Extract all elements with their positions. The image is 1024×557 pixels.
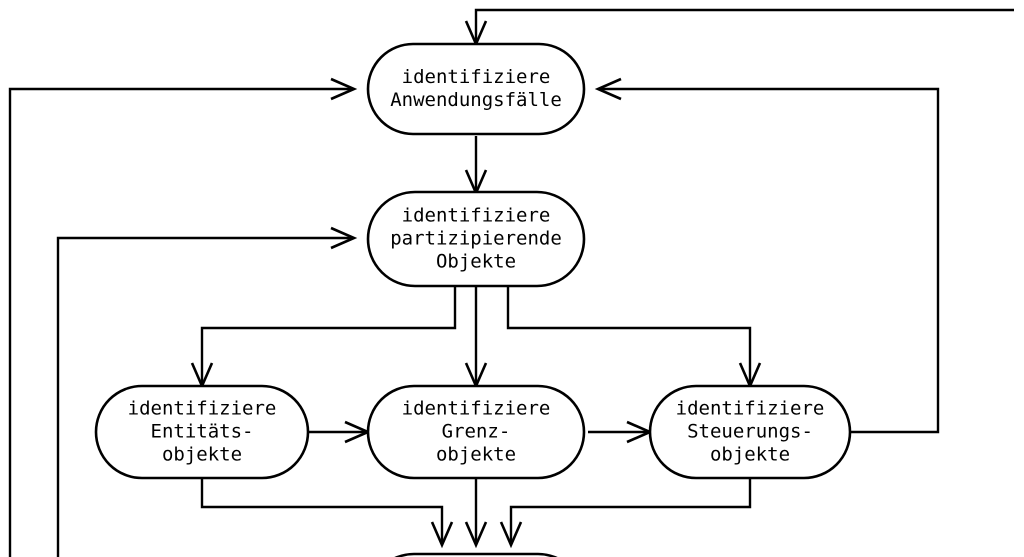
identifiziere-anwendungsfaelle-shape: [366, 42, 586, 136]
edge-entitaets-to-bottom-arrowhead: [430, 521, 454, 549]
identifiziere-grenzobjekte-shape: [366, 384, 586, 480]
edge-entitaets-to-bottom: [200, 478, 444, 543]
edge-far-right-feedback-to-anwendungsfaelle-top: [474, 8, 1014, 42]
edge-left-feedback-outer-to-anwendungsfaelle: [8, 87, 352, 557]
bottom-node-clipped-shape: [394, 552, 558, 557]
identifiziere-steuerungsobjekte-shape: [648, 384, 852, 480]
identifiziere-partizipierende-objekte-shape: [366, 190, 586, 288]
identifiziere-steuerungsobjekte-label-line-0: identifiziere: [676, 398, 825, 420]
identifiziere-grenzobjekte-label-line-0: identifiziere: [402, 398, 551, 420]
identifiziere-steuerungsobjekte-label-line-1: Steuerungs-: [687, 421, 813, 443]
identifiziere-anwendungsfaelle-label-line-0: identifiziere: [402, 66, 551, 88]
edge-partizipierende-branch-right: [506, 287, 752, 384]
identifiziere-grenzobjekte-label-line-1: Grenz-: [442, 421, 511, 443]
identifiziere-entitaetsobjekte-label-line-1: Entitäts-: [151, 421, 254, 443]
edge-left-feedback-inner-to-partizipierende: [56, 236, 352, 557]
identifiziere-entitaetsobjekte-shape: [94, 384, 310, 480]
identifiziere-anwendungsfaelle-label-line-1: Anwendungsfälle: [390, 89, 562, 111]
identifiziere-grenzobjekte-label-line-2: objekte: [436, 444, 516, 466]
identifiziere-entitaetsobjekte-label-line-2: objekte: [162, 444, 242, 466]
edge-partizipierende-branch-left: [200, 287, 457, 384]
edge-steuerungs-to-bottom-arrowhead: [499, 521, 523, 549]
edge-steuerungs-feedback-to-anwendungsfaelle-arrowhead: [594, 77, 622, 101]
edge-grenz-to-bottom-arrowhead: [464, 521, 488, 549]
identifiziere-partizipierende-objekte-label-line-0: identifiziere: [402, 205, 551, 227]
node-bottom-node-clipped[interactable]: [368, 552, 584, 557]
edge-left-feedback-inner-to-partizipierende-arrowhead: [330, 226, 358, 250]
identifiziere-steuerungsobjekte-label-line-2: objekte: [710, 444, 790, 466]
edge-steuerungs-feedback-to-anwendungsfaelle: [600, 87, 940, 434]
edge-left-feedback-outer-to-anwendungsfaelle-arrowhead: [330, 77, 358, 101]
edge-steuerungs-to-bottom: [509, 478, 752, 543]
identifiziere-partizipierende-objekte-label-line-2: Objekte: [436, 251, 516, 273]
identifiziere-entitaetsobjekte-label-line-0: identifiziere: [128, 398, 277, 420]
identifiziere-partizipierende-objekte-label-line-1: partizipierende: [390, 228, 562, 250]
nodes-layer: identifiziereAnwendungsfälleidentifizier…: [94, 42, 852, 557]
edges-layer: [8, 8, 1014, 557]
